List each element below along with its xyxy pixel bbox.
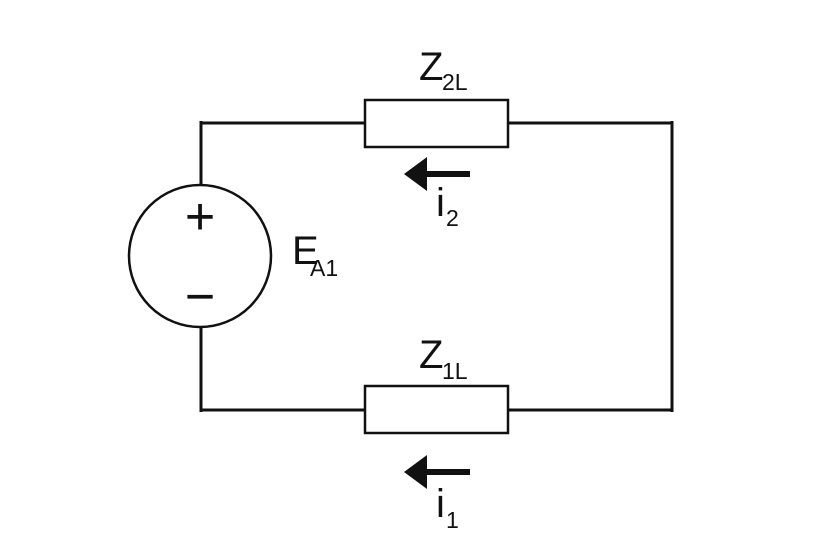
current-top: i 2 [404, 157, 470, 231]
impedance-top-box [363, 98, 510, 149]
impedance-bottom-label-sub: 1L [442, 358, 468, 384]
current-bottom-label-main: i [436, 482, 445, 526]
wires [199, 121, 674, 412]
current-bottom-arrow-icon [404, 455, 470, 489]
impedance-top-label-main: Z [419, 45, 443, 89]
impedance-top: Z 2L [363, 45, 510, 149]
current-top-label-main: i [436, 181, 445, 225]
impedance-bottom-box [363, 384, 510, 435]
minus-sign: − [185, 268, 215, 326]
source-circle [127, 183, 273, 329]
current-bottom: i 1 [404, 455, 470, 533]
source-label-sub: A1 [310, 255, 338, 281]
voltage-source: + − E A1 [127, 183, 338, 329]
current-top-arrow-icon [404, 157, 470, 191]
plus-sign: + [185, 188, 215, 246]
impedance-bottom-label-main: Z [419, 333, 443, 377]
source-label-main: E [292, 229, 319, 273]
impedance-top-label-sub: 2L [442, 69, 468, 95]
current-top-label-sub: 2 [446, 205, 459, 231]
impedance-bottom: Z 1L [363, 333, 510, 435]
current-bottom-label-sub: 1 [446, 507, 459, 533]
